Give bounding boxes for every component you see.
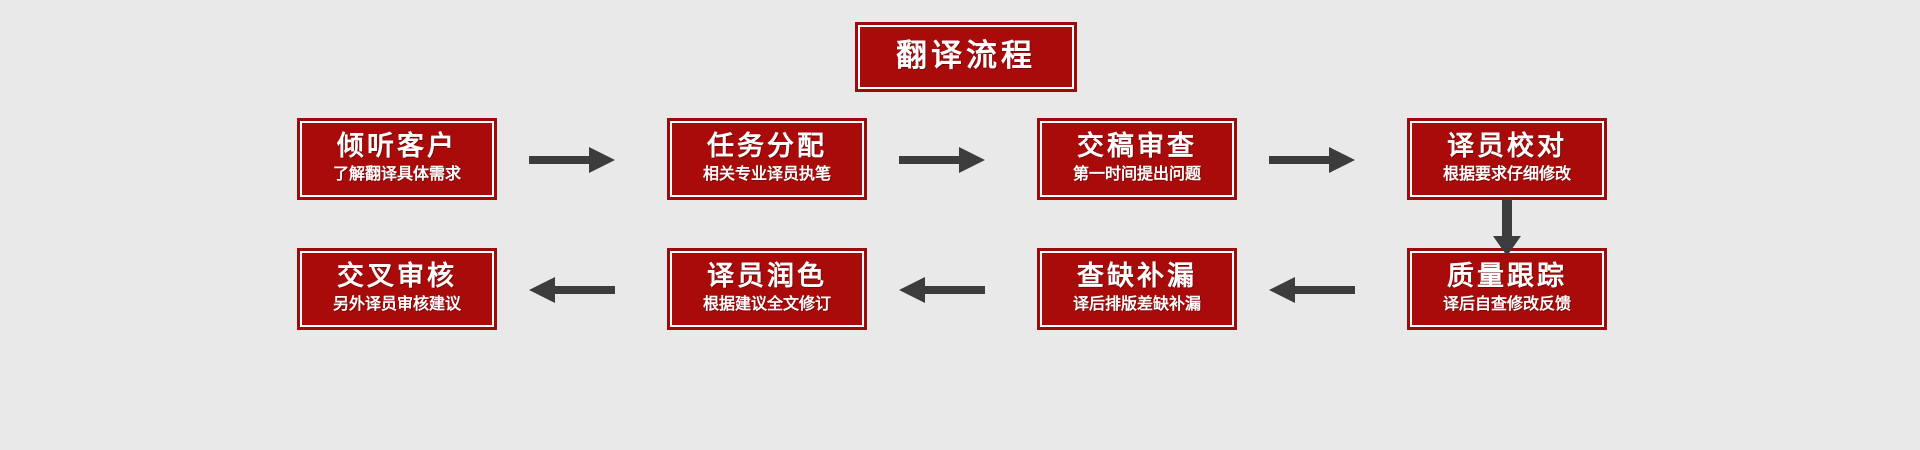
step-8-subtitle: 另外译员审核建议 (332, 294, 461, 313)
step-box-2-task-assignment: 任务分配 相关专业译员执笔 (667, 118, 867, 200)
arrow-right-icon-step2-to-step3 (897, 143, 987, 177)
step-box-6-gap-filling: 查缺补漏 译后排版差缺补漏 (1037, 248, 1237, 330)
flowchart-title-box: 翻译流程 (855, 22, 1077, 92)
step-6-title: 查缺补漏 (1077, 261, 1197, 292)
step-box-3-submission-review: 交稿审查 第一时间提出问题 (1037, 118, 1237, 200)
step-box-4-translator-proofreading: 译员校对 根据要求仔细修改 (1407, 118, 1607, 200)
step-1-subtitle: 了解翻译具体需求 (332, 164, 461, 183)
step-5-title: 质量跟踪 (1447, 261, 1567, 292)
arrow-right-icon-step3-to-step4 (1267, 143, 1357, 177)
arrow-right-icon-step1-to-step2 (527, 143, 617, 177)
step-7-subtitle: 根据建议全文修订 (702, 294, 831, 313)
step-2-title: 任务分配 (707, 131, 827, 162)
step-8-title: 交叉审核 (337, 261, 457, 292)
step-4-subtitle: 根据要求仔细修改 (1442, 164, 1571, 183)
step-box-5-quality-tracking: 质量跟踪 译后自查修改反馈 (1407, 248, 1607, 330)
arrow-left-icon-step6-to-step7 (897, 273, 987, 307)
step-2-subtitle: 相关专业译员执笔 (702, 164, 831, 183)
step-5-subtitle: 译后自查修改反馈 (1442, 294, 1571, 313)
step-4-title: 译员校对 (1447, 131, 1567, 162)
step-box-8-cross-review: 交叉审核 另外译员审核建议 (297, 248, 497, 330)
arrow-left-icon-step7-to-step8 (527, 273, 617, 307)
step-6-subtitle: 译后排版差缺补漏 (1072, 294, 1201, 313)
step-7-title: 译员润色 (707, 261, 827, 292)
step-3-subtitle: 第一时间提出问题 (1072, 164, 1201, 183)
step-box-7-translator-polishing: 译员润色 根据建议全文修订 (667, 248, 867, 330)
flowchart-title-text: 翻译流程 (896, 38, 1036, 74)
step-3-title: 交稿审查 (1077, 131, 1197, 162)
step-1-title: 倾听客户 (337, 131, 457, 162)
arrow-down-icon-step4-to-step5 (1490, 198, 1524, 258)
arrow-left-icon-step5-to-step6 (1267, 273, 1357, 307)
step-box-1-listen-to-client: 倾听客户 了解翻译具体需求 (297, 118, 497, 200)
